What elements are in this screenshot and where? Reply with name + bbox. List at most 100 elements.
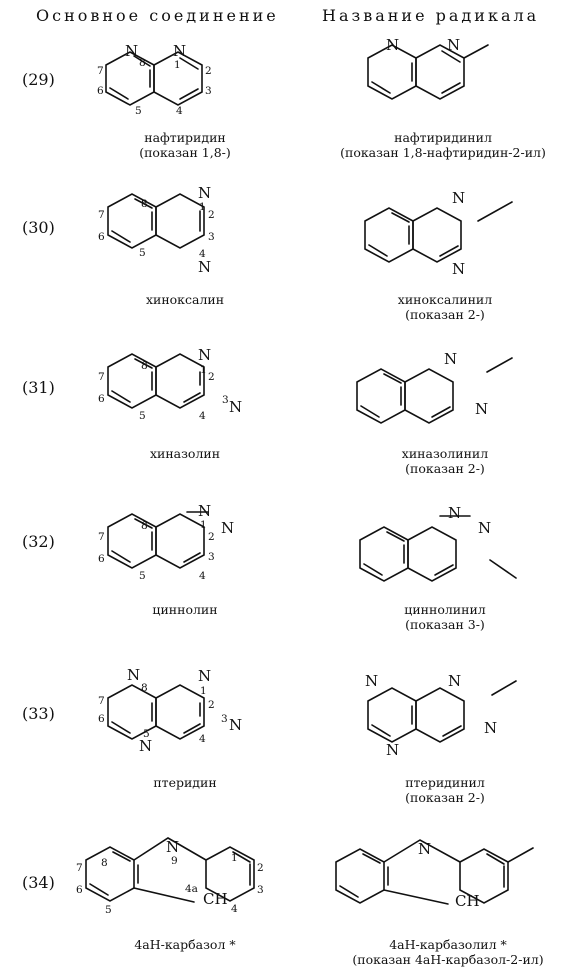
pos-2: 2 bbox=[208, 699, 215, 711]
pos-5: 5 bbox=[135, 105, 142, 117]
pos-4a: 4a bbox=[185, 883, 198, 895]
caption-carbazolyl: 4aH-карбазолил *(показан 4aH-карбазол-2-… bbox=[352, 937, 544, 967]
pos-2: 2 bbox=[257, 862, 264, 874]
atom-N: N bbox=[452, 260, 465, 278]
caption-naphthyridine: нафтиридин(показан 1,8-) bbox=[139, 130, 231, 160]
pos-2: 2 bbox=[205, 65, 212, 77]
atom-N: N bbox=[365, 672, 378, 690]
pos-6: 6 bbox=[98, 393, 105, 405]
structure-naphthyridinyl: N N bbox=[367, 36, 489, 100]
structure-quinoxaline: N N 8 1 2 3 4 5 6 7 bbox=[98, 184, 215, 276]
pos-8: 8 bbox=[141, 520, 148, 532]
pos-6: 6 bbox=[98, 553, 105, 565]
atom-N5: N bbox=[139, 737, 152, 755]
entry-number-33: (33) bbox=[22, 704, 55, 723]
pos-8: 8 bbox=[141, 682, 148, 694]
atom-N2: N bbox=[221, 519, 234, 537]
pos-5: 5 bbox=[105, 904, 112, 916]
pos-7: 7 bbox=[98, 531, 105, 543]
pos-8: 8 bbox=[101, 857, 108, 869]
pos-2: 2 bbox=[208, 531, 215, 543]
atom-N1: N bbox=[198, 667, 211, 685]
pos-2: 2 bbox=[208, 371, 215, 383]
pos-6: 6 bbox=[98, 231, 105, 243]
pos-1: 1 bbox=[200, 364, 207, 376]
entry-number-30: (30) bbox=[22, 218, 55, 237]
atom-N: N bbox=[448, 672, 461, 690]
caption-pteridinyl: птеридинил(показан 2-) bbox=[405, 775, 485, 805]
pos-8: 8 bbox=[141, 198, 148, 210]
pos-3: 3 bbox=[205, 85, 212, 97]
pos-3: 3 bbox=[257, 884, 264, 896]
pos-7: 7 bbox=[76, 862, 83, 874]
caption-quinazoline: хиназолин bbox=[149, 446, 221, 461]
pos-7: 7 bbox=[98, 695, 105, 707]
pos-2: 2 bbox=[208, 209, 215, 221]
pos-8: 8 bbox=[139, 57, 146, 69]
atom-N: N bbox=[386, 36, 399, 54]
pos-5: 5 bbox=[139, 570, 146, 582]
atom-N4: N bbox=[198, 258, 211, 276]
atom-N3: N bbox=[229, 398, 242, 416]
caption-quinoxalinyl: хиноксалинил(показан 2-) bbox=[397, 292, 493, 322]
caption-naphthyridinyl: нафтиридинил(показан 1,8-нафтиридин-2-ил… bbox=[340, 130, 546, 160]
pos-3: 3 bbox=[221, 713, 228, 725]
atom-N9: N bbox=[166, 838, 179, 856]
pos-6: 6 bbox=[98, 713, 105, 725]
structure-carbazolyl: N CH bbox=[335, 839, 534, 910]
atom-N1: N bbox=[198, 346, 211, 364]
atom-N: N bbox=[418, 840, 431, 858]
pos-7: 7 bbox=[98, 209, 105, 221]
entry-number-34: (34) bbox=[22, 873, 55, 892]
atom-N: N bbox=[448, 504, 461, 522]
pos-5: 5 bbox=[143, 728, 150, 740]
atom-N: N bbox=[478, 519, 491, 537]
atom-N8: N bbox=[125, 42, 138, 60]
entry-number-32: (32) bbox=[22, 532, 55, 551]
pos-1: 1 bbox=[174, 59, 181, 71]
pos-6: 6 bbox=[76, 884, 83, 896]
header-radical-name: Название радикала bbox=[322, 6, 540, 25]
caption-cinnoline: циннолин bbox=[152, 602, 218, 617]
entry-number-29: (29) bbox=[22, 70, 55, 89]
pos-3: 3 bbox=[208, 551, 215, 563]
structure-pteridinyl: N N N N bbox=[365, 672, 517, 759]
atom-N: N bbox=[386, 741, 399, 759]
caption-carbazole: 4aH-карбазол * bbox=[134, 937, 236, 952]
structure-carbazole: N CH 8 9 1 2 3 4 4a 5 6 7 bbox=[76, 837, 264, 916]
pos-1: 1 bbox=[200, 519, 207, 531]
atom-N: N bbox=[444, 350, 457, 368]
atom-CH: CH bbox=[203, 890, 228, 908]
pos-4: 4 bbox=[199, 410, 206, 422]
structure-cinnoline: N N 8 1 2 3 4 5 6 7 bbox=[98, 502, 234, 582]
pos-1: 1 bbox=[200, 685, 207, 697]
header-parent-compound: Основное соединение bbox=[36, 6, 279, 25]
atom-N1: N bbox=[198, 184, 211, 202]
atom-CH: CH bbox=[455, 892, 480, 910]
caption-quinoxaline: хиноксалин bbox=[145, 292, 225, 307]
structure-pteridine: N N N N 8 1 2 3 4 5 6 7 bbox=[98, 666, 242, 755]
atom-N: N bbox=[484, 719, 497, 737]
structure-cinnolinyl: N N bbox=[359, 504, 517, 582]
pos-1: 1 bbox=[199, 201, 206, 213]
pos-1: 1 bbox=[231, 852, 238, 864]
pos-4: 4 bbox=[199, 248, 206, 260]
atom-N1: N bbox=[198, 502, 211, 520]
pos-7: 7 bbox=[97, 65, 104, 77]
entry-number-31: (31) bbox=[22, 378, 55, 397]
pos-5: 5 bbox=[139, 247, 146, 259]
caption-cinnolinyl: циннолинил(показан 3-) bbox=[404, 602, 486, 632]
atom-N8: N bbox=[127, 666, 140, 684]
structure-naphthyridine: N N 8 1 2 3 4 5 6 7 bbox=[97, 42, 212, 117]
structure-quinazoline: N N 8 1 2 3 4 5 6 7 bbox=[98, 346, 242, 422]
atom-N: N bbox=[475, 400, 488, 418]
structure-quinazolinyl: N N bbox=[356, 350, 513, 424]
pos-6: 6 bbox=[97, 85, 104, 97]
atom-N: N bbox=[452, 189, 465, 207]
pos-4: 4 bbox=[199, 570, 206, 582]
structure-quinoxalinyl: N N bbox=[364, 189, 513, 278]
atom-N: N bbox=[447, 36, 460, 54]
atom-N3: N bbox=[229, 716, 242, 734]
caption-pteridine: птеридин bbox=[153, 775, 217, 790]
